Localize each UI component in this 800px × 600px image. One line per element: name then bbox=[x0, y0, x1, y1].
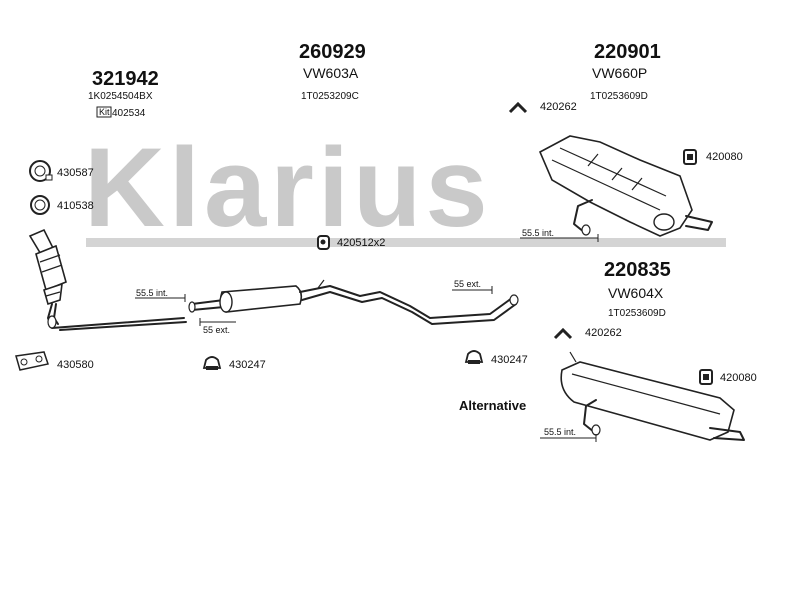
catalytic-part-number: 321942 bbox=[92, 68, 159, 90]
fitting-420262-top-label: 420262 bbox=[540, 101, 577, 113]
alt-oem-number: 1T0253609D bbox=[608, 308, 666, 319]
fitting-430580-label: 430580 bbox=[57, 359, 94, 371]
middle-silencer-group: 260929 VW603A 1T0253209C 420512x2 55 ext… bbox=[188, 41, 528, 371]
catalytic-dim-label: 55.5 int. bbox=[136, 288, 168, 298]
middle-silencer-icon bbox=[188, 279, 519, 325]
rear-part-number: 220901 bbox=[594, 41, 661, 63]
alt-part-number: 220835 bbox=[604, 259, 671, 281]
rear-model: VW660P bbox=[592, 65, 647, 81]
ring-clamp-icon bbox=[29, 160, 53, 182]
pipe-clamp-icon bbox=[202, 356, 222, 370]
hanger-icon bbox=[508, 101, 528, 114]
fitting-420262-alt-label: 420262 bbox=[585, 327, 622, 339]
flange-gasket-icon bbox=[15, 351, 49, 371]
rubber-mount-icon bbox=[317, 235, 330, 250]
hanger-icon bbox=[553, 327, 573, 340]
kit-badge-label: Kit bbox=[99, 107, 110, 117]
dimension-line bbox=[199, 318, 236, 326]
rubber-hanger-icon bbox=[699, 369, 713, 385]
fitting-430247-a-label: 430247 bbox=[229, 359, 266, 371]
fitting-410538-label: 410538 bbox=[57, 200, 94, 212]
rubber-hanger-icon bbox=[683, 149, 697, 165]
rear-dim-label: 55.5 int. bbox=[522, 228, 554, 238]
dimension-line bbox=[135, 294, 186, 302]
tail-dim-label: 55 ext. bbox=[454, 279, 481, 289]
watermark-underline bbox=[86, 238, 726, 247]
alt-model: VW604X bbox=[608, 285, 664, 301]
dimension-line bbox=[540, 434, 597, 442]
alt-rear-silencer-icon bbox=[560, 351, 745, 441]
dimension-line bbox=[520, 234, 599, 242]
dimension-line bbox=[452, 286, 493, 294]
rear-oem-number: 1T0253609D bbox=[590, 91, 648, 102]
middle-part-number: 260929 bbox=[299, 41, 366, 63]
catalytic-oem-number: 1K0254504BX bbox=[88, 91, 153, 102]
fitting-420080-alt-label: 420080 bbox=[720, 372, 757, 384]
alternative-label: Alternative bbox=[459, 398, 526, 413]
watermark-text: Klarius bbox=[84, 125, 492, 250]
middle-model: VW603A bbox=[303, 65, 359, 81]
fitting-420080-top-label: 420080 bbox=[706, 151, 743, 163]
watermark-logo: Klarius bbox=[84, 125, 726, 250]
alt-dim-label: 55.5 int. bbox=[544, 427, 576, 437]
catalytic-converter-icon bbox=[28, 228, 187, 331]
fitting-430587-label: 430587 bbox=[57, 167, 94, 179]
rear-silencer-group: 220901 VW660P 1T0253609D 420262 420080 5… bbox=[508, 41, 743, 242]
kit-number: 402534 bbox=[112, 108, 146, 119]
fitting-430247-b-label: 430247 bbox=[491, 354, 528, 366]
kit-badge bbox=[96, 106, 112, 118]
middle-dim-label: 55 ext. bbox=[203, 325, 230, 335]
middle-oem-number: 1T0253209C bbox=[301, 91, 359, 102]
fitting-420512-label: 420512x2 bbox=[337, 237, 385, 249]
rear-silencer-icon bbox=[538, 135, 713, 237]
pipe-clamp-icon bbox=[464, 350, 484, 364]
alt-rear-silencer-group: 220835 VW604X 1T0253609D 420262 420080 A… bbox=[459, 259, 757, 442]
catalytic-group: 321942 1K0254504BX Kit 402534 430587 410… bbox=[15, 68, 187, 371]
sealing-ring-icon bbox=[30, 195, 50, 215]
